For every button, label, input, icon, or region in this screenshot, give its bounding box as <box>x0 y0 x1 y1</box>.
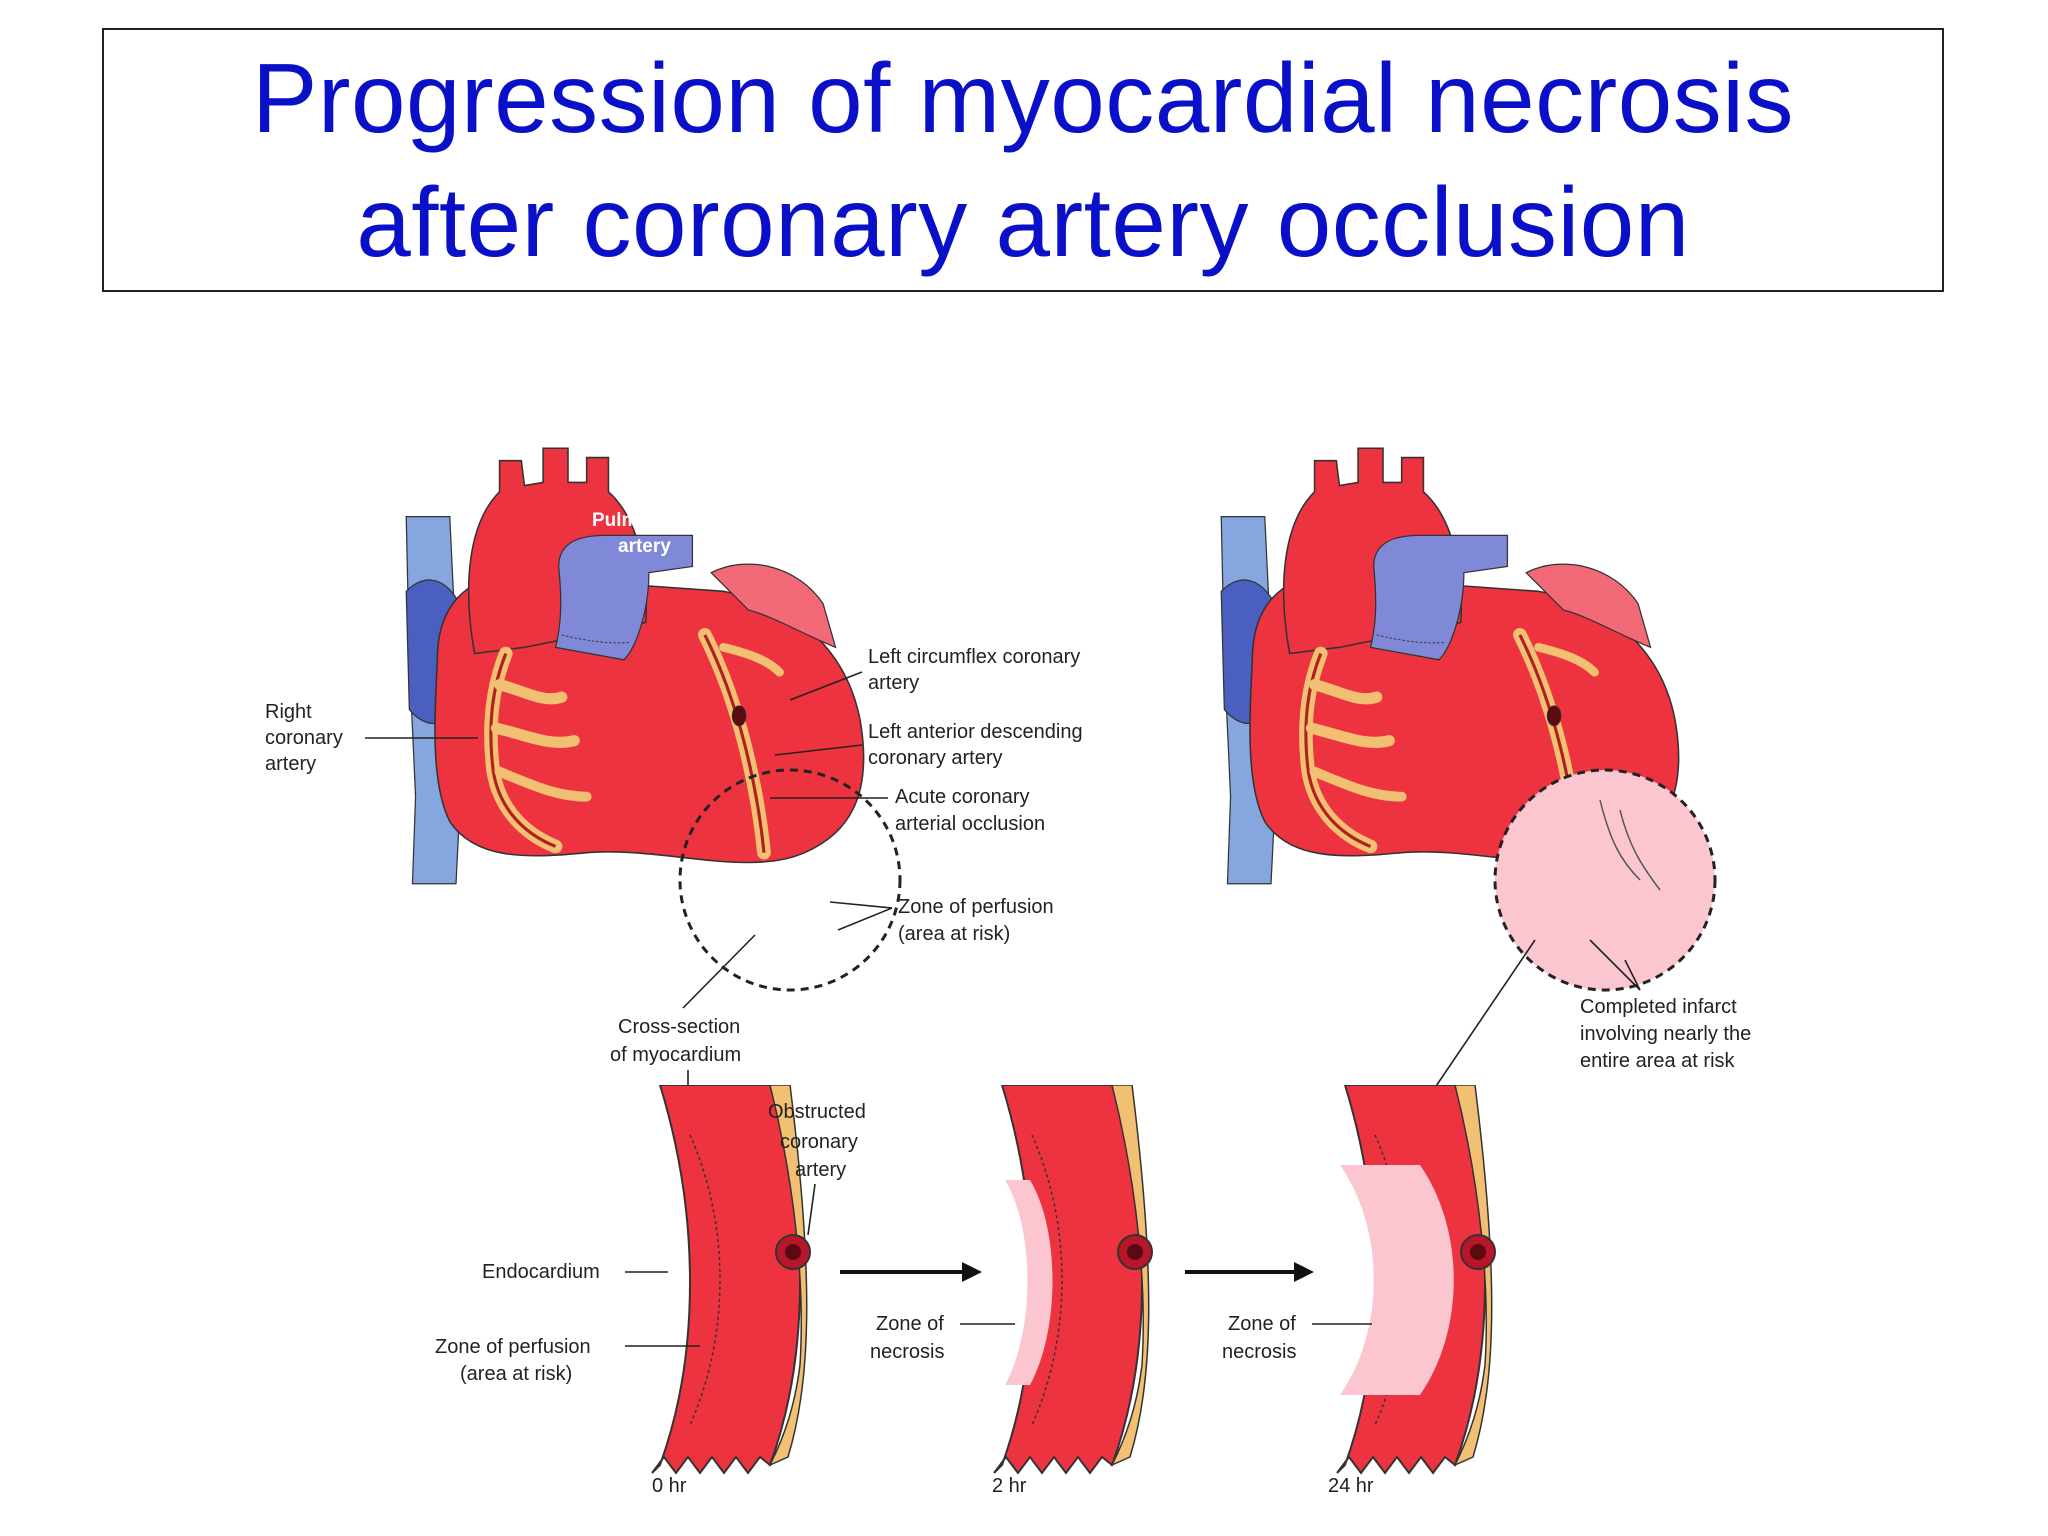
label-endocardium: Endocardium <box>482 1261 600 1283</box>
label-obstructed-3: artery <box>795 1159 846 1181</box>
label-necrosis-24-1: Zone of <box>1228 1313 1296 1335</box>
zone-perfusion-circle <box>678 768 902 992</box>
cross-section-2hr-shape <box>993 1085 1150 1474</box>
arrow-2-head <box>1294 1262 1314 1282</box>
label-right-coronary-3: artery <box>265 753 316 775</box>
label-occlusion-2: arterial occlusion <box>895 813 1045 835</box>
label-right-coronary-2: coronary <box>265 727 343 749</box>
label-time-0: 0 hr <box>652 1475 687 1497</box>
label-necrosis-24-2: necrosis <box>1222 1341 1296 1363</box>
necrosis-zone-24hr <box>1340 1165 1454 1395</box>
label-pulmonary-2: artery <box>618 536 671 557</box>
arrow-1-head <box>962 1262 982 1282</box>
leader-lad <box>774 744 863 756</box>
title-box: Progression of myocardial necrosis after… <box>102 28 1944 292</box>
cross-section-0hr: Obstructed coronary artery Endocardium Z… <box>435 1085 866 1497</box>
heart-right: Completed infarct involving nearly the e… <box>1221 448 1751 1099</box>
leader-infarct-a <box>1589 939 1641 991</box>
infarct-zone-circle <box>1493 768 1717 992</box>
leader-zone-perfusion-b <box>837 907 893 931</box>
obstructed-artery-24hr-core <box>1470 1244 1486 1260</box>
label-occlusion-1: Acute coronary <box>895 786 1030 808</box>
label-necrosis-2-1: Zone of <box>876 1313 944 1335</box>
label-cross-section-2: of myocardium <box>610 1044 741 1066</box>
title-line-1: Progression of myocardial necrosis <box>251 43 1795 153</box>
label-time-2: 2 hr <box>992 1475 1027 1497</box>
label-pulmonary-1: Pulmonary <box>592 510 691 531</box>
label-zone-perfusion-1: Zone of perfusion <box>898 896 1054 918</box>
label-aorta: Aorta <box>527 431 577 452</box>
leader-infarct-b <box>1624 959 1641 991</box>
label-completed-infarct-2: involving nearly the <box>1580 1023 1751 1045</box>
leader-cross-section <box>682 934 756 1009</box>
label-obstructed-1: Obstructed <box>768 1101 866 1123</box>
cross-section-24hr: Zone of necrosis 24 hr <box>1222 1085 1496 1497</box>
obstructed-artery-0hr-core <box>785 1244 801 1260</box>
label-time-24: 24 hr <box>1328 1475 1374 1497</box>
label-zone-perfusion-cs-1: Zone of perfusion <box>435 1336 591 1358</box>
label-circumflex-2: artery <box>868 672 919 694</box>
label-obstructed-2: coronary <box>780 1131 858 1153</box>
label-zone-perfusion-cs-2: (area at risk) <box>460 1363 572 1385</box>
infarct-vessels <box>1599 799 1661 891</box>
leader-zone-perfusion-a <box>829 901 893 909</box>
leader-infarct-cross <box>1427 939 1536 1099</box>
cross-section-2hr: Zone of necrosis 2 hr <box>870 1085 1153 1497</box>
obstructed-artery-2hr-core <box>1127 1244 1143 1260</box>
label-right-coronary-1: Right <box>265 701 312 723</box>
label-cross-section-1: Cross-section <box>618 1016 740 1038</box>
label-zone-perfusion-2: (area at risk) <box>898 923 1010 945</box>
leader-obstructed <box>807 1183 816 1236</box>
label-necrosis-2-2: necrosis <box>870 1341 944 1363</box>
label-completed-infarct-1: Completed infarct <box>1580 996 1737 1018</box>
leader-circumflex <box>789 671 863 701</box>
label-lad-2: coronary artery <box>868 747 1003 769</box>
title-line-2: after coronary artery occlusion <box>356 167 1690 277</box>
necrosis-zone-2hr <box>1005 1180 1053 1385</box>
label-lad-1: Left anterior descending <box>868 721 1083 743</box>
label-completed-infarct-3: entire area at risk <box>1580 1050 1736 1072</box>
heart-left: Aorta Pulmonary artery Right coronary ar… <box>265 431 1083 1110</box>
label-circumflex-1: Left circumflex coronary <box>868 646 1080 668</box>
